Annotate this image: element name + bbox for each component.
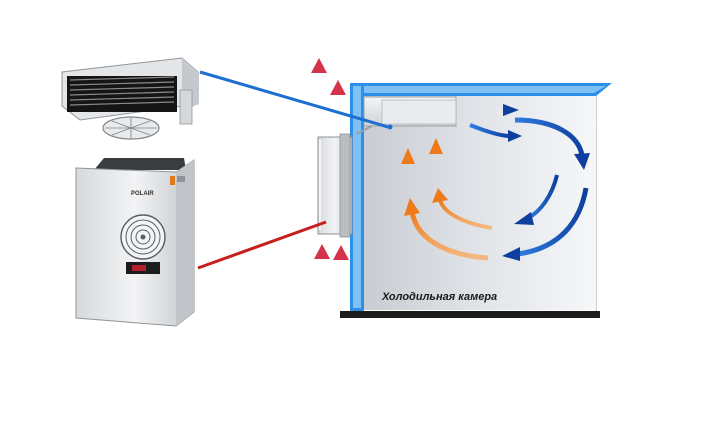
room-interior [364, 96, 596, 310]
unit-brand-label: POLAIR [131, 191, 154, 197]
cold-line [199, 70, 389, 129]
exhaust-air-arrows-top [311, 58, 346, 132]
intake-air-arrows-bottom [314, 244, 349, 298]
outdoor-evaporator-unit [61, 57, 199, 140]
cold-room [340, 83, 612, 318]
evaporator-unit [355, 96, 457, 135]
hot-line [197, 220, 327, 270]
cold-airflow-arrows [462, 104, 590, 261]
room-floor [340, 311, 600, 318]
condenser-wall-block [317, 133, 353, 238]
outdoor-condensing-unit [75, 158, 195, 327]
chamber-caption: Холодильная камера [382, 291, 498, 303]
warm-airflow-arrows [401, 138, 493, 261]
